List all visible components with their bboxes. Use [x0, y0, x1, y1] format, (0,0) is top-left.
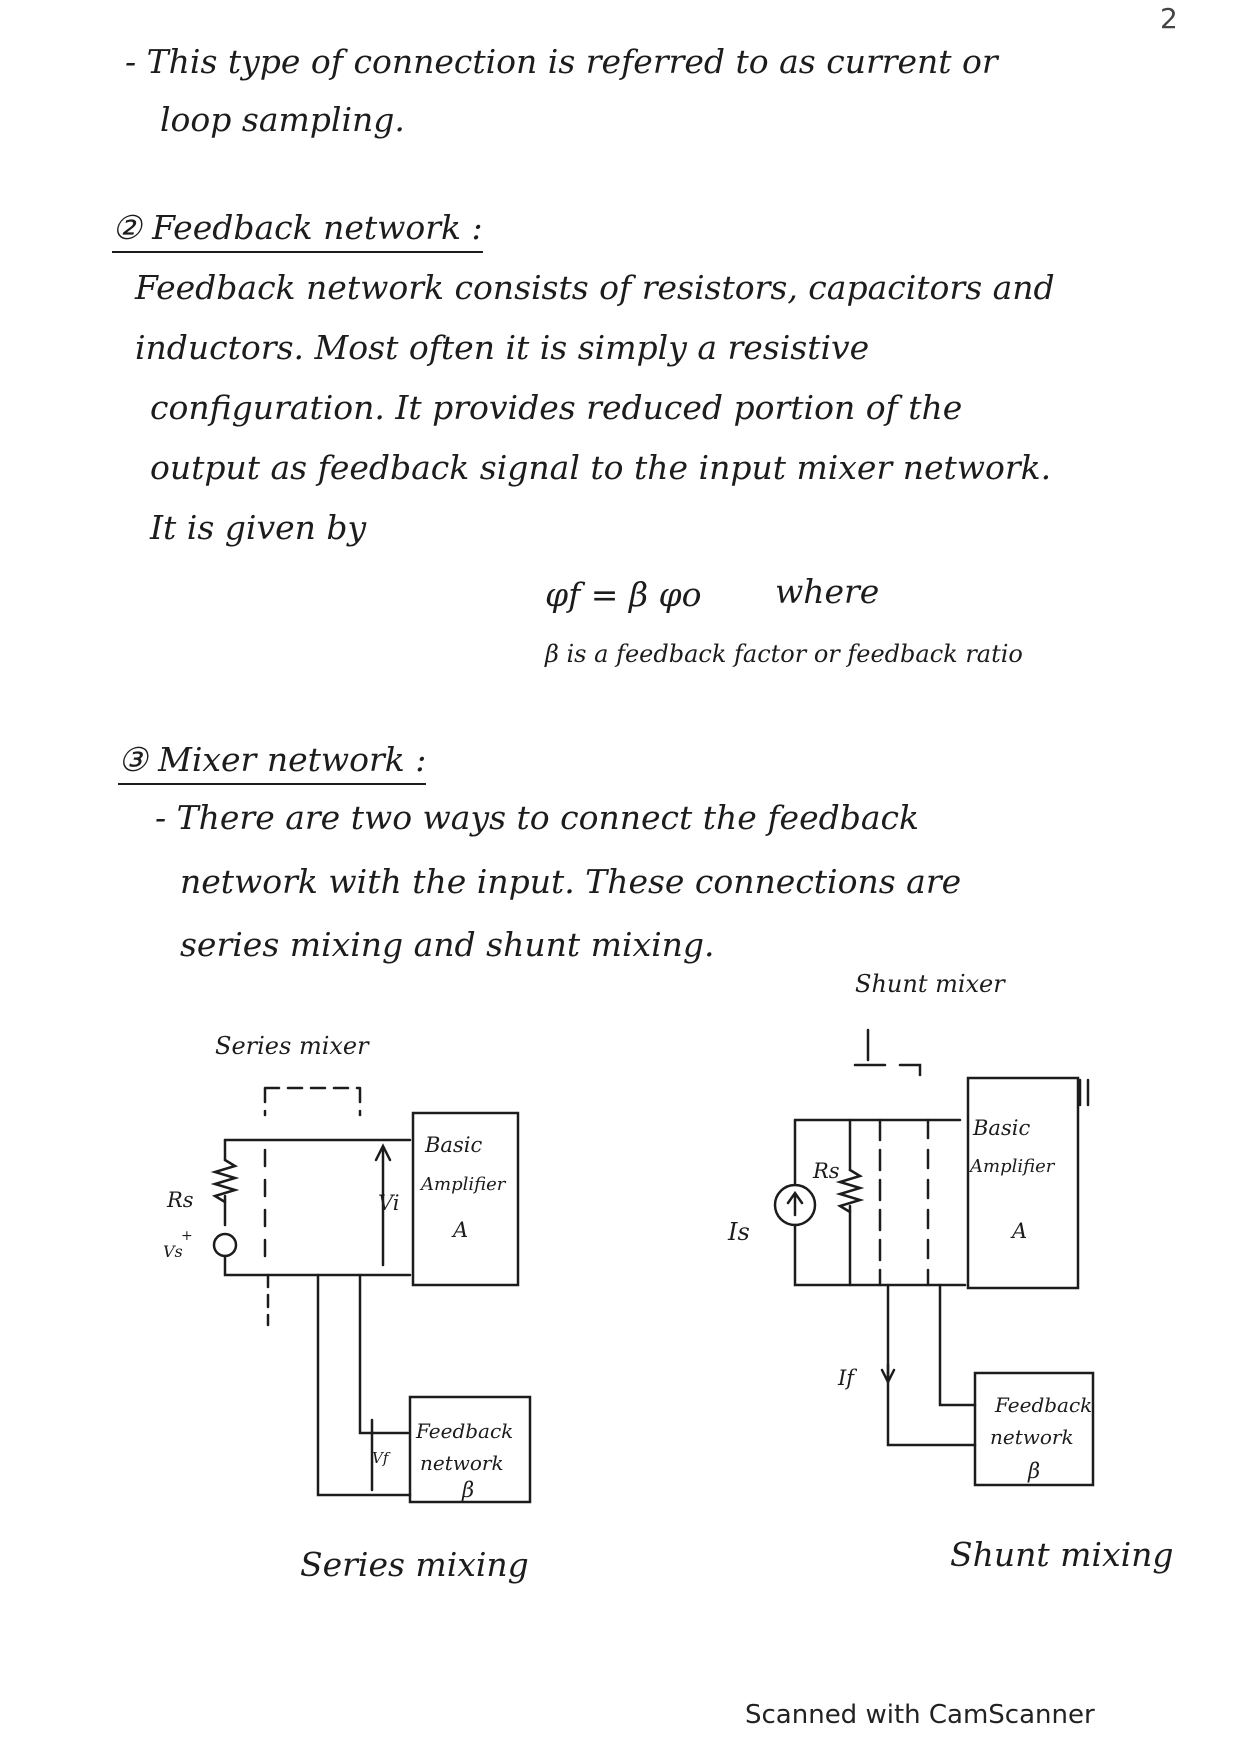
shunt-amp-label-1: Basic — [972, 1116, 1030, 1140]
series-amp-label-3: A — [451, 1218, 468, 1242]
series-loop-dashed — [263, 1086, 362, 1117]
mixer-line-1: - There are two ways to connect the feed… — [155, 798, 919, 837]
feedback-factor-note: β is a feedback factor or feedback ratio — [545, 640, 1023, 668]
page-number: 2 — [1160, 2, 1178, 35]
shunt-fb-label-3: β — [1027, 1459, 1040, 1483]
series-amp-label-1: Basic — [424, 1133, 482, 1157]
series-rs-label: Rs — [166, 1188, 194, 1212]
shunt-is-label: Is — [727, 1218, 750, 1246]
series-vi-label: Vi — [378, 1191, 400, 1215]
series-feedback-network-box — [408, 1395, 532, 1504]
feedback-equation-where: where — [775, 572, 880, 611]
shunt-fb-label-1: Feedback — [994, 1393, 1092, 1417]
series-fb-label-2: network — [420, 1451, 504, 1475]
shunt-feedback-network-box — [973, 1371, 1095, 1487]
series-mixing-caption: Series mixing — [300, 1545, 529, 1584]
feedback-line-5: It is given by — [150, 508, 367, 547]
shunt-basic-amplifier-box — [966, 1076, 1080, 1290]
mixer-line-3: series mixing and shunt mixing. — [180, 925, 715, 964]
series-mixer-circuit — [210, 1086, 532, 1504]
shunt-mixing-caption: Shunt mixing — [950, 1535, 1174, 1574]
shunt-rs-label: Rs — [812, 1159, 840, 1183]
feedback-line-4: output as feedback signal to the input m… — [150, 448, 1052, 487]
shunt-mixer-title: Shunt mixer — [855, 970, 1005, 998]
series-mixer-title: Series mixer — [215, 1032, 369, 1060]
intro-line-1: - This type of connection is referred to… — [125, 42, 998, 81]
series-fb-label-1: Feedback — [415, 1419, 513, 1443]
feedback-line-3: configuration. It provides reduced porti… — [150, 388, 963, 427]
series-fb-label-3: β — [461, 1478, 474, 1502]
series-vf-label: Vf — [372, 1449, 391, 1467]
feedback-line-2: inductors. Most often it is simply a res… — [135, 328, 870, 367]
mixer-network-heading: ③ Mixer network : — [118, 740, 427, 785]
shunt-if-label: If — [837, 1366, 857, 1390]
series-vs-label: Vs — [163, 1242, 183, 1261]
series-rs-resistor — [210, 1158, 240, 1204]
series-amp-label-2: Amplifier — [419, 1174, 507, 1195]
feedback-equation: φf = β φo — [545, 575, 702, 614]
feedback-line-1: Feedback network consists of resistors, … — [135, 268, 1055, 307]
shunt-fb-label-2: network — [990, 1425, 1074, 1449]
mixer-line-2: network with the input. These connection… — [180, 862, 962, 901]
shunt-amp-label-2: Amplifier — [968, 1156, 1056, 1177]
shunt-rs-resistor — [835, 1168, 865, 1214]
series-plus-sign: + — [181, 1228, 193, 1244]
scanner-watermark: Scanned with CamScanner — [745, 1700, 1095, 1730]
shunt-mixer-circuit — [773, 1028, 1095, 1487]
series-vs-source — [212, 1232, 238, 1258]
feedback-network-heading: ② Feedback network : — [112, 208, 483, 253]
shunt-amp-label-3: A — [1010, 1219, 1027, 1243]
series-basic-amplifier-box — [411, 1111, 520, 1287]
intro-line-2: loop sampling. — [160, 100, 405, 139]
